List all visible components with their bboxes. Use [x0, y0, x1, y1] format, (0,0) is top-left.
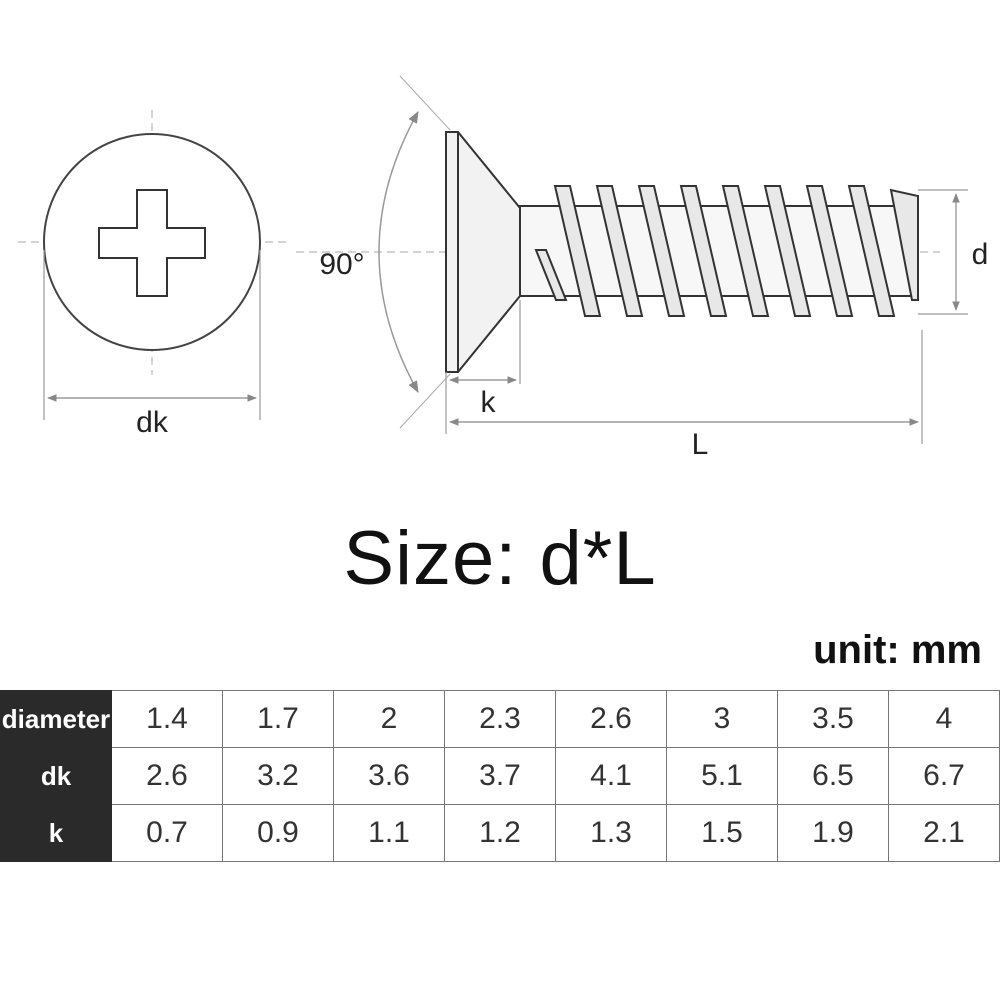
- d-label: d: [972, 238, 989, 271]
- table-cell: 2.1: [888, 804, 1000, 862]
- table-cell: 3.5: [777, 690, 889, 748]
- table-cell: 4: [888, 690, 1000, 748]
- angle-label: 90°: [319, 248, 364, 281]
- table-cell: 2.3: [444, 690, 556, 748]
- table-cell: 3: [666, 690, 778, 748]
- screw-technical-drawing: dk 90° d: [18, 75, 989, 461]
- table-cell: 2: [333, 690, 445, 748]
- screw-side-view: 90° d k L: [296, 75, 989, 461]
- row-header: dk: [0, 747, 112, 805]
- row-header: k: [0, 804, 112, 862]
- size-title: Size: d*L: [343, 516, 657, 601]
- table-cell: 1.7: [222, 690, 334, 748]
- table-cell: 1.3: [555, 804, 667, 862]
- row-header: diameter: [0, 690, 112, 748]
- phillips-cross-icon: [98, 189, 206, 297]
- table-cell: 1.9: [777, 804, 889, 862]
- table-cell: 3.7: [444, 747, 556, 805]
- head-top-view: dk: [18, 110, 290, 439]
- table-cell: 3.6: [333, 747, 445, 805]
- table-cell: 3.2: [222, 747, 334, 805]
- table-cell: 1.1: [333, 804, 445, 862]
- table-cell: 0.9: [222, 804, 334, 862]
- table-cell: 1.2: [444, 804, 556, 862]
- table-cell: 2.6: [555, 690, 667, 748]
- k-label: k: [481, 386, 497, 419]
- table-cell: 1.5: [666, 804, 778, 862]
- table-cell: 0.7: [111, 804, 223, 862]
- unit-label: unit: mm: [813, 628, 982, 672]
- table-cell: 6.7: [888, 747, 1000, 805]
- table-cell: 2.6: [111, 747, 223, 805]
- table-cell: 4.1: [555, 747, 667, 805]
- table-cell: 1.4: [111, 690, 223, 748]
- table-cell: 5.1: [666, 747, 778, 805]
- L-label: L: [692, 428, 709, 461]
- dk-label: dk: [136, 406, 169, 439]
- table-cell: 6.5: [777, 747, 889, 805]
